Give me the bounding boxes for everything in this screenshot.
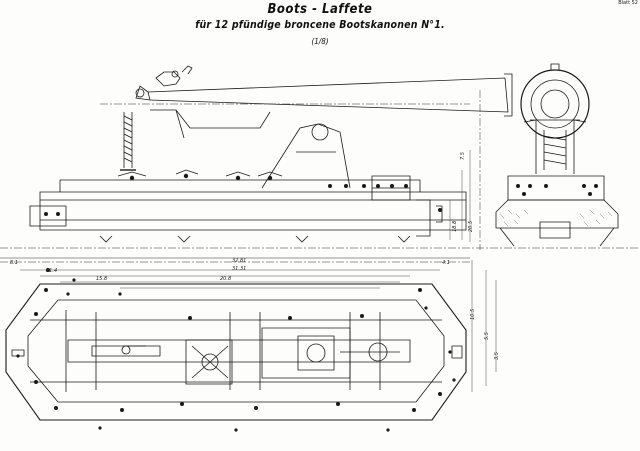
dimension-labels: 32.81 31.31 20.8 15.8 11.4 8.1 4.1 10.5 …	[10, 152, 500, 360]
dimension-lines	[20, 150, 497, 392]
dim-label: 18.8	[452, 221, 458, 232]
drawing-scale: (1/8)	[311, 37, 329, 46]
dim-label: 10.5	[470, 309, 476, 320]
drawing-subtitle: für 12 pfündige broncene Bootskanonen N°…	[195, 19, 445, 31]
drawing-title: Boots - Laffete	[267, 2, 373, 17]
dim-label: 15.8	[96, 276, 107, 282]
sheet-mark: Blatt 52	[618, 0, 638, 6]
side-elevation	[29, 65, 513, 243]
dim-label: 20.8	[220, 276, 231, 282]
dim-label: 4.1	[442, 260, 450, 266]
dim-label: 20.5	[468, 221, 474, 232]
front-elevation	[495, 63, 619, 247]
center-lines	[0, 90, 640, 263]
dim-label: 3.5	[494, 352, 500, 360]
dim-label: 7.5	[460, 152, 466, 160]
plan-view	[5, 283, 467, 421]
dim-label: 32.81	[232, 258, 246, 264]
dim-label: 31.31	[232, 266, 246, 272]
dim-label: 5.5	[484, 332, 490, 340]
plan-bolts	[16, 268, 456, 432]
dim-label: 8.1	[10, 260, 18, 266]
dim-label: 11.4	[46, 268, 57, 274]
